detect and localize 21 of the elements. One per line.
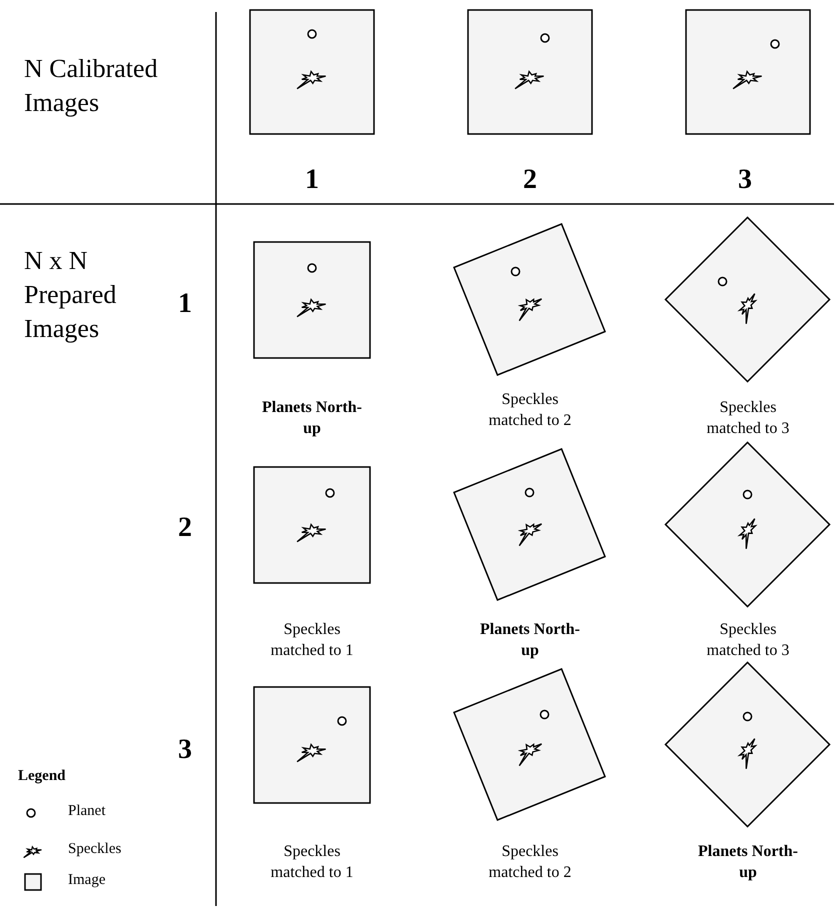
image-caption: Planets North-up <box>261 398 363 439</box>
legend-label: Planet <box>68 803 106 820</box>
row-number: 1 <box>177 288 193 320</box>
image-caption: Speckles matched to 2 <box>488 842 572 883</box>
image-caption: Speckles matched to 3 <box>706 620 790 661</box>
column-number: 2 <box>522 164 538 196</box>
legend-label: Image <box>68 872 106 889</box>
legend-label: Speckles <box>68 841 122 858</box>
image-caption: Speckles matched to 1 <box>270 842 354 883</box>
image-caption: Planets North-up <box>697 842 799 883</box>
image-caption: Speckles matched to 3 <box>706 398 790 439</box>
image-caption: Planets North-up <box>479 620 581 661</box>
section-heading: N Calibrated Images <box>24 53 159 119</box>
row-number: 2 <box>177 512 193 544</box>
section-heading: N x N Prepared Images <box>24 245 118 345</box>
row-number: 3 <box>177 734 193 766</box>
column-number: 1 <box>304 164 320 196</box>
column-number: 3 <box>737 164 753 196</box>
legend-title: Legend <box>18 768 66 785</box>
image-caption: Speckles matched to 2 <box>488 390 572 431</box>
image-caption: Speckles matched to 1 <box>270 620 354 661</box>
